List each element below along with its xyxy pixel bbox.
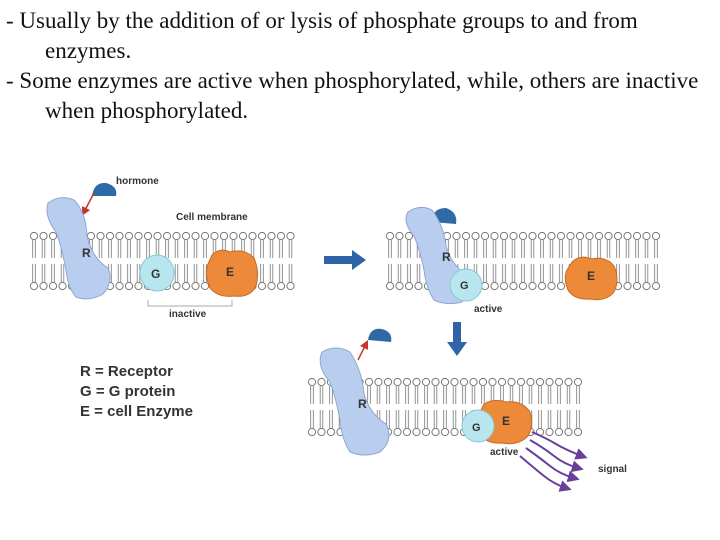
hormone-label-1: hormone: [116, 176, 159, 187]
inactive-bracket: [147, 300, 233, 307]
hormone-shape-1: [92, 182, 117, 196]
enzyme-letter-1: E: [226, 265, 234, 279]
receptor-shape-3: [319, 347, 390, 456]
cell-membrane-label: Cell membrane: [176, 212, 248, 223]
receptor-letter-3: R: [358, 397, 367, 411]
legend: R = Receptor G = G protein E = cell Enzy…: [80, 363, 193, 420]
gprotein-shape-3: [461, 409, 495, 443]
hormone-shape-3: [368, 328, 392, 342]
legend-gprotein: G = G protein: [80, 383, 175, 400]
hormone-release-arrow: [357, 339, 369, 361]
receptor-shape-1: [46, 197, 111, 300]
receptor-letter-2: R: [442, 250, 451, 264]
transition-arrow-down: [447, 322, 467, 356]
gprotein-letter-3: G: [472, 422, 481, 434]
receptor-letter-1: R: [82, 246, 91, 260]
legend-receptor: R = Receptor: [80, 363, 173, 380]
gprotein-letter-2: G: [460, 280, 469, 292]
legend-enzyme: E = cell Enzyme: [80, 403, 193, 420]
bullet-phosphorylation-activity: - Some enzymes are active when phosphory…: [6, 68, 699, 123]
active-label-bottom: active: [490, 447, 519, 458]
active-label-top: active: [474, 304, 503, 315]
signal-arrows: [519, 431, 588, 492]
gprotein-letter-1: G: [151, 267, 160, 281]
gprotein-shape-1: [139, 254, 175, 292]
enzyme-letter-2: E: [587, 269, 595, 283]
enzyme-shape-1: [205, 249, 259, 297]
bullet-phosphate-groups: - Usually by the addition of or lysis of…: [6, 8, 638, 63]
transition-arrow-right: [324, 250, 366, 270]
gprotein-shape-2: [449, 268, 483, 302]
enzyme-letter-3: E: [502, 414, 510, 428]
description-text: - Usually by the addition of or lysis of…: [6, 6, 718, 126]
signal-label: signal: [598, 464, 627, 475]
enzyme-shape-2: [564, 256, 618, 301]
inactive-label: inactive: [169, 309, 207, 320]
hormone-binding-arrow-1: [81, 192, 95, 216]
